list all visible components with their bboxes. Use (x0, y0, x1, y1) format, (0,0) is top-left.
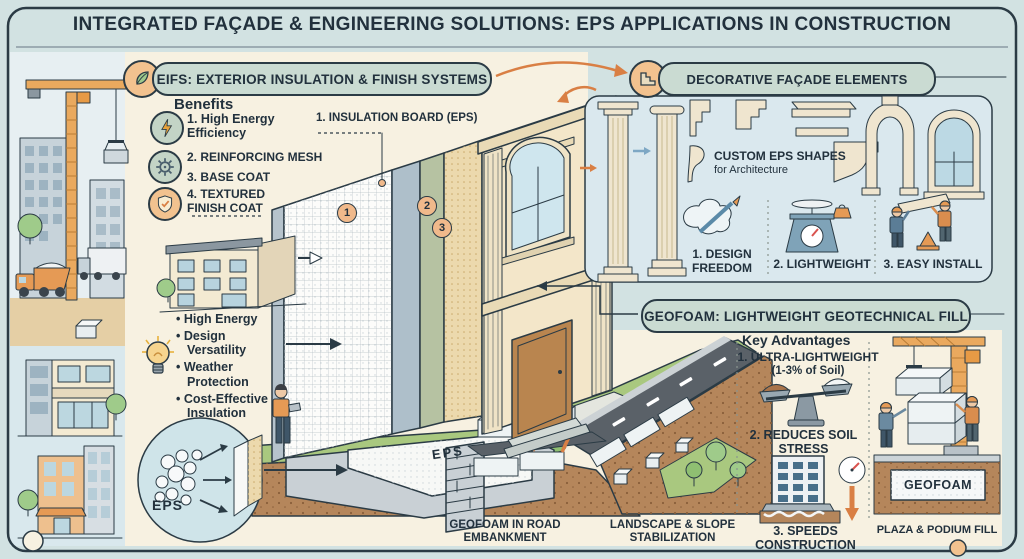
decor-item-2: 2. LIGHTWEIGHT (773, 257, 871, 271)
geofoam-header-label: GEOFOAM: LIGHTWEIGHT GEOTECHNICAL FILL (644, 308, 968, 324)
city-construction-scene (10, 52, 129, 346)
decor-item-3: 3. EASY INSTALL (883, 257, 983, 271)
shield-check-icon (148, 187, 182, 221)
eps-bead-label: EPS (152, 497, 184, 513)
eifs-feature-list: High Energy Design Versatility Weather P… (176, 312, 284, 423)
geofoam-section-header: GEOFOAM: LIGHTWEIGHT GEOTECHNICAL FILL (641, 299, 971, 333)
layer-badge-3: 3 (432, 218, 452, 238)
eifs-section-header: EIFS: EXTERIOR INSULATION & FINISH SYSTE… (152, 62, 492, 96)
feature-item: Cost-Effective Insulation (176, 392, 284, 420)
leaf-icon (123, 60, 161, 98)
eps-window-shape (923, 109, 985, 200)
decorative-elements-box (584, 95, 993, 283)
advantage-1-sub: (1-3% of Soil) (771, 365, 845, 377)
layer-badge-3-label: 3 (438, 222, 446, 234)
connector-lines (16, 46, 1008, 520)
lightbulb-icon (138, 334, 178, 397)
corner-ornament-right (949, 539, 967, 557)
layer-badge-1-label: 1 (343, 207, 351, 219)
advantage-2: 2. REDUCES SOIL STRESS (749, 428, 858, 457)
mid-building-illustration (156, 235, 307, 313)
dump-truck-icon (15, 262, 71, 297)
caption-landscape-slope: LANDSCAPE & SLOPE STABILIZATION (609, 519, 736, 544)
balance-scale-icon (759, 378, 853, 427)
benefits-title: Benefits (174, 96, 234, 113)
layer-badge-2: 2 (417, 196, 437, 216)
geofoam-block-label: GEOFOAM (903, 478, 973, 492)
decorative-header-label: DECORATIVE FAÇADE ELEMENTS (686, 71, 908, 87)
insulation-board-label: 1. INSULATION BOARD (EPS) (316, 112, 478, 124)
design-freedom-icon (683, 195, 741, 235)
advantage-1: 1. ULTRA-LIGHTWEIGHT (737, 350, 879, 364)
lightweight-scale-icon (785, 199, 852, 253)
lightning-icon (150, 111, 184, 145)
slope-landscape (659, 437, 757, 499)
benefit-item-4: 4. TEXTURED FINISH COAT (187, 187, 266, 215)
tower-crane-icon (25, 79, 129, 301)
custom-shapes-subtitle: for Architecture (714, 164, 788, 176)
finished-buildings-scene (10, 346, 127, 546)
plaza-crane-scene (873, 336, 1001, 515)
layer-badge-1: 1 (337, 203, 357, 223)
key-advantages-title: Key Advantages (742, 332, 851, 348)
eps-bead-diagram (137, 417, 263, 543)
page-title: INTEGRATED FAÇADE & ENGINEERING SOLUTION… (72, 14, 952, 35)
benefit-item-2: 2. REINFORCING MESH (187, 150, 323, 164)
caption-plaza-podium: PLAZA & PODIUM FILL (876, 524, 998, 536)
foam-cubes (613, 437, 694, 485)
decor-item-1: 1. DESIGN FREEDOM (692, 247, 752, 275)
eifs-header-label: EIFS: EXTERIOR INSULATION & FINISH SYSTE… (156, 71, 488, 87)
benefit-item-1: 1. High Energy Efficiency (187, 112, 275, 141)
advantage-3: 3. SPEEDS CONSTRUCTION (755, 524, 856, 553)
gear-icon (148, 150, 182, 184)
feature-item: Weather Protection (176, 360, 284, 388)
benefit-item-3: 3. BASE COAT (187, 170, 271, 184)
geofoam-blocks-under-road (589, 396, 695, 468)
reinforcing-mesh-layer (391, 160, 421, 435)
outer-frame (6, 6, 1018, 553)
layer-badge-2-label: 2 (423, 200, 431, 212)
decorative-section-header: DECORATIVE FAÇADE ELEMENTS (658, 62, 936, 96)
soil-stress-icon (759, 455, 866, 524)
feature-item: High Energy (176, 312, 284, 326)
box-truck-icon (77, 247, 127, 280)
caption-road-embankment: GEOFOAM IN ROAD EMBANKMENT (449, 519, 561, 544)
eps-arch-shape (861, 95, 919, 196)
custom-shapes-title: CUSTOM EPS SHAPES (714, 149, 846, 163)
corner-ornament-left (22, 530, 44, 552)
easy-install-icon (889, 193, 952, 251)
feature-item: Design Versatility (176, 329, 284, 357)
base-coat-layer (419, 152, 445, 429)
